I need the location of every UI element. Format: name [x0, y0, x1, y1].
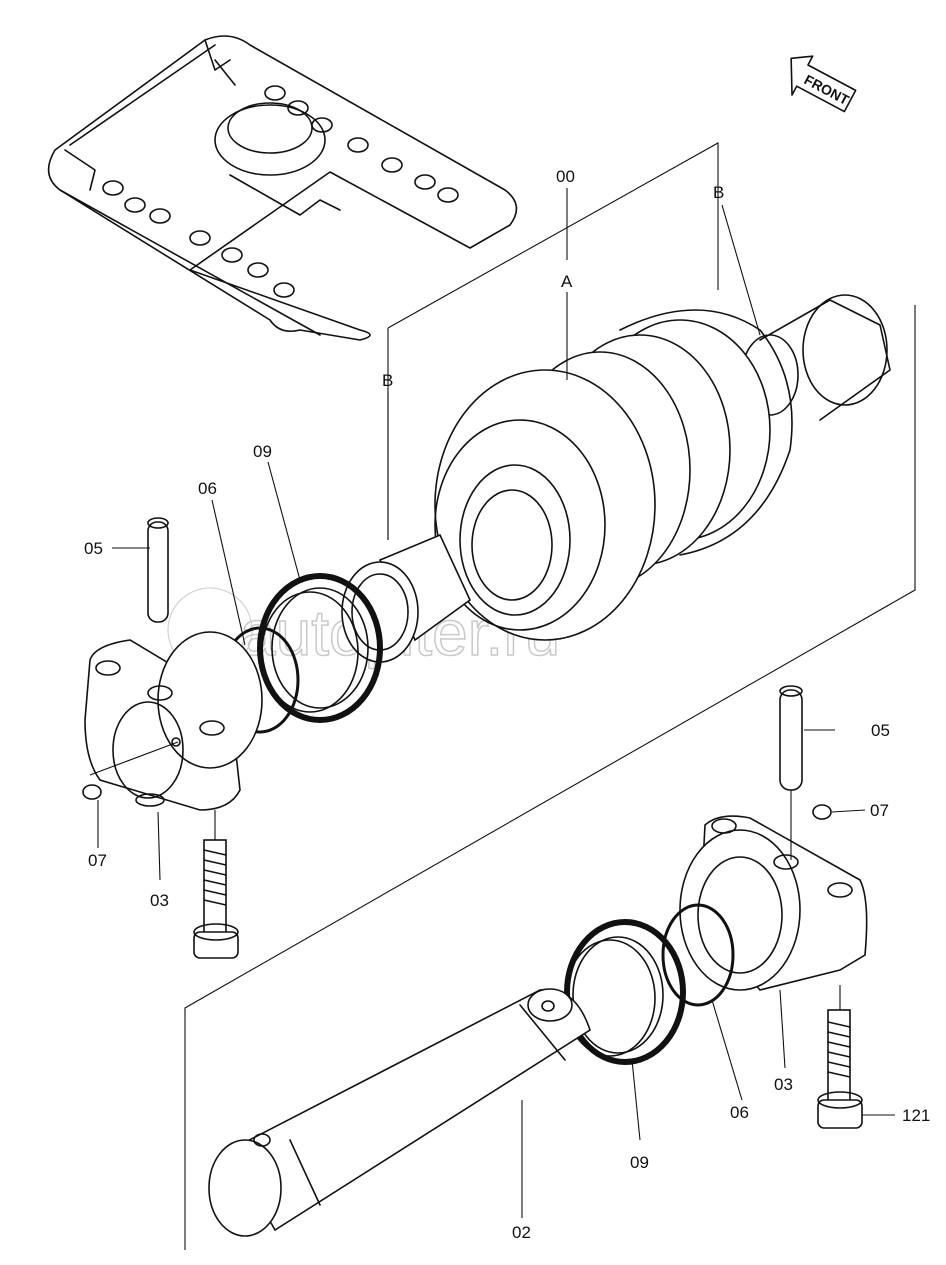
callouts: 00 A B B 09 06 05 07 03 05 07 03 06 121 … [84, 167, 930, 1242]
plug-left [82, 784, 102, 800]
callout-05-left: 05 [84, 539, 103, 558]
callout-09-right: 09 [630, 1153, 649, 1172]
seal-right [564, 919, 686, 1065]
seal-left [257, 573, 383, 723]
callout-06-left: 06 [198, 479, 217, 498]
callout-121: 121 [902, 1106, 930, 1125]
callout-b-right: B [713, 183, 724, 202]
callout-07-left: 07 [88, 851, 107, 870]
shaft [208, 988, 591, 1237]
collar-left [84, 631, 263, 811]
callout-05-right: 05 [871, 721, 890, 740]
bolt-right [817, 1009, 863, 1129]
callout-06-right: 06 [730, 1103, 749, 1122]
pin-right [779, 685, 803, 791]
callout-03-right: 03 [774, 1075, 793, 1094]
ring-right [661, 903, 735, 1007]
section-boundary [184, 142, 916, 1250]
callout-00: 00 [556, 167, 575, 186]
track-frame [47, 35, 518, 341]
leader-lines [89, 188, 895, 1218]
bolt-left [193, 839, 239, 959]
callout-b-left: B [382, 371, 393, 390]
roller-body [341, 294, 891, 663]
plug-right [812, 804, 832, 820]
callout-07-right: 07 [870, 801, 889, 820]
callout-09-left: 09 [253, 442, 272, 461]
pin-left [147, 517, 169, 623]
callout-02: 02 [512, 1223, 531, 1242]
callout-03-left: 03 [150, 891, 169, 910]
collar-right [679, 815, 868, 991]
callout-a: A [561, 272, 573, 291]
front-arrow: FRONT [790, 55, 857, 113]
